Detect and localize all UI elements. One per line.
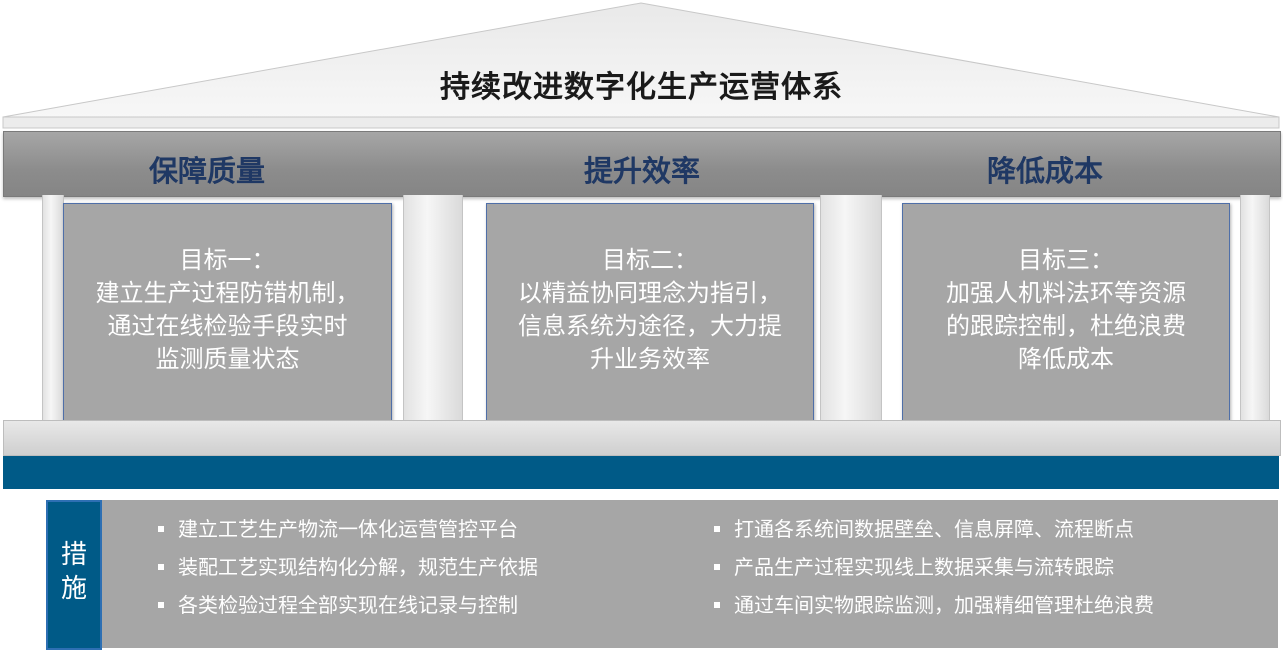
goal-3-line: 目标三： xyxy=(1018,246,1114,274)
goal-2-line: 以精益协同理念为指引， xyxy=(518,279,782,307)
measures-right-list: 打通各系统间数据壁垒、信息屏障、流程断点 产品生产过程实现线上数据采集与流转跟踪… xyxy=(714,515,1154,619)
measures-label-char: 施 xyxy=(60,574,87,604)
roof xyxy=(2,2,1280,129)
column-2 xyxy=(403,195,463,420)
measure-item: 装配工艺实现结构化分解，规范生产依据 xyxy=(158,553,538,581)
measure-item: 各类检验过程全部实现在线记录与控制 xyxy=(158,591,538,619)
column-4 xyxy=(1240,195,1270,420)
foundation-band xyxy=(3,456,1279,489)
goal-1-line: 目标一： xyxy=(179,246,276,274)
pillar-beam: 保障质量 提升效率 降低成本 xyxy=(3,131,1281,197)
square-bullet-icon xyxy=(714,601,720,608)
goal-box-1: 目标一： 建立生产过程防错机制， 通过在线检验手段实时 监测质量状态 xyxy=(63,203,392,425)
goal-3-line: 加强人机料法环等资源 xyxy=(946,279,1186,307)
pillar-title-cost: 降低成本 xyxy=(987,154,1104,188)
square-bullet-icon xyxy=(158,525,164,532)
square-bullet-icon xyxy=(158,601,164,608)
measures-panel xyxy=(48,500,1278,648)
square-bullet-icon xyxy=(714,563,720,570)
goal-1-line: 建立生产过程防错机制， xyxy=(95,279,360,307)
pillar-title-efficiency: 提升效率 xyxy=(584,154,701,188)
pillar-title-quality: 保障质量 xyxy=(149,154,266,188)
square-bullet-icon xyxy=(714,525,720,532)
measures-label-char: 措 xyxy=(60,540,87,570)
goal-box-2: 目标二： 以精益协同理念为指引， 信息系统为途径，大力提 升业务效率 xyxy=(486,203,814,425)
goal-2-line: 目标二： xyxy=(602,246,698,274)
measures-label: 措 施 xyxy=(46,500,102,650)
goal-1-line: 监测质量状态 xyxy=(155,345,300,373)
goal-2-line: 升业务效率 xyxy=(590,345,710,373)
square-bullet-icon xyxy=(158,563,164,570)
measures-left-list: 建立工艺生产物流一体化运营管控平台 装配工艺实现结构化分解，规范生产依据 各类检… xyxy=(158,515,538,619)
measure-item: 建立工艺生产物流一体化运营管控平台 xyxy=(158,515,538,543)
goal-3-line: 降低成本 xyxy=(1018,345,1114,373)
goal-1-line: 通过在线检验手段实时 xyxy=(107,312,348,340)
column-1 xyxy=(42,195,64,420)
measure-item: 通过车间实物跟踪监测，加强精细管理杜绝浪费 xyxy=(714,591,1154,619)
goal-box-3: 目标三： 加强人机料法环等资源 的跟踪控制，杜绝浪费 降低成本 xyxy=(902,203,1230,425)
measure-item: 打通各系统间数据壁垒、信息屏障、流程断点 xyxy=(714,515,1154,543)
goal-2-line: 信息系统为途径，大力提 xyxy=(518,312,782,340)
column-3 xyxy=(820,195,882,420)
goal-3-line: 的跟踪控制，杜绝浪费 xyxy=(946,312,1186,340)
roof-title: 持续改进数字化生产运营体系 xyxy=(440,70,843,105)
pillar-base xyxy=(3,420,1281,456)
measure-item: 产品生产过程实现线上数据采集与流转跟踪 xyxy=(714,553,1154,581)
